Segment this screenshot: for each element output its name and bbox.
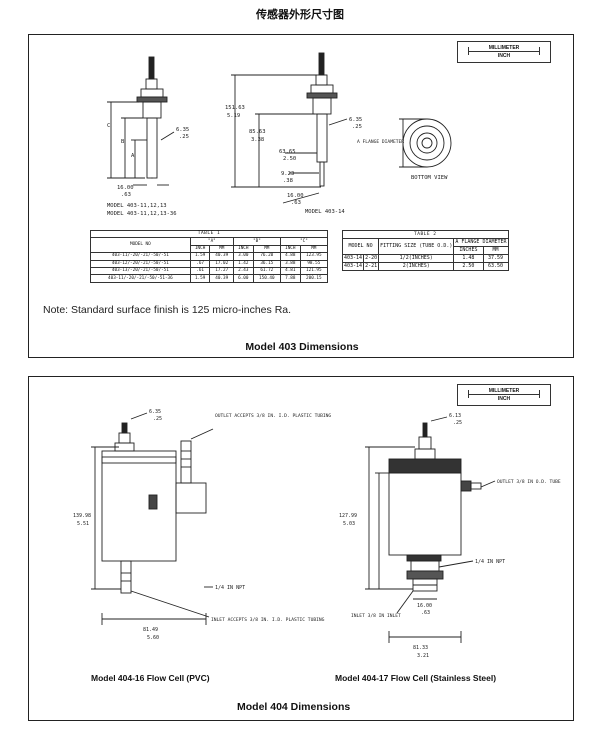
model-403-caption: Model 403 Dimensions bbox=[245, 341, 359, 353]
dim-403-519: 5.19 bbox=[227, 113, 240, 119]
table-b-col-fitting: FITTING SIZE (TUBE O.D.) bbox=[378, 238, 455, 255]
npt-pvc-label: 1/4 IN NPT bbox=[215, 585, 245, 591]
npt-ss-label: 1/4 IN NPT bbox=[475, 559, 505, 565]
outlet-ss-label: OUTLET 3/8 IN O.D. TUBE bbox=[497, 479, 561, 485]
dim-404-63: .63 bbox=[421, 610, 430, 616]
table-a-unit: INCH bbox=[189, 244, 211, 254]
dim-c: C bbox=[107, 123, 110, 129]
dim-a: A bbox=[131, 153, 135, 159]
dim-404-503: 5.03 bbox=[343, 521, 355, 527]
table-a-group-c: "C" bbox=[279, 237, 329, 246]
dim-404-613: 6.13 bbox=[449, 413, 461, 419]
dim-403-338: 3.38 bbox=[251, 137, 264, 143]
table-b-caption: TABLE 2 bbox=[342, 230, 509, 239]
table-a-caption: TABLE 1 bbox=[90, 229, 328, 239]
dim-404-8133: 81.33 bbox=[413, 645, 428, 651]
table-403-14-fittings: TABLE 2 MODEL NO FITTING SIZE (TUBE O.D.… bbox=[341, 230, 509, 271]
table-b-unit: INCHES bbox=[453, 246, 484, 255]
dim-404-13998: 139.98 bbox=[73, 513, 91, 519]
dim-403-25b: .25 bbox=[352, 124, 362, 130]
dim-404-1600: 16.00 bbox=[417, 603, 432, 609]
outlet-pvc-label: OUTLET ACCEPTS 3/8 IN. I.D. PLASTIC TUBI… bbox=[215, 413, 331, 419]
dim-404-8149: 81.49 bbox=[143, 627, 158, 633]
dim-403-923: 9.23 bbox=[281, 171, 294, 177]
table-a-unit: INCH bbox=[232, 244, 254, 254]
dim-404-560: 5.60 bbox=[147, 635, 159, 641]
unit-millimeter: MILLIMETER bbox=[488, 388, 520, 394]
model-label-403-left-1: MODEL 403-11,12,13 bbox=[107, 203, 167, 209]
dim-404-25b: .25 bbox=[453, 420, 462, 426]
model-404-panel: MILLIMETER INCH bbox=[28, 376, 574, 721]
dim-404-635: 6.35 bbox=[149, 409, 161, 415]
surface-finish-note: Note: Standard surface finish is 125 mic… bbox=[43, 304, 292, 316]
unit-inch: INCH bbox=[497, 396, 511, 402]
table-a-col-model: MODEL NO bbox=[90, 237, 191, 254]
dim-403-250: 2.50 bbox=[283, 156, 296, 162]
table-a-unit: MM bbox=[299, 244, 329, 254]
flange-diameter-label: A FLANGE DIAMETER bbox=[357, 139, 404, 145]
dim-404-12799: 127.99 bbox=[339, 513, 357, 519]
dim-403-15163: 151.63 bbox=[225, 105, 245, 111]
unit-inch: INCH bbox=[497, 53, 511, 59]
dim-403-635b: 6.35 bbox=[349, 117, 362, 123]
table-a-unit: MM bbox=[252, 244, 281, 254]
dim-403-1600b: 16.00 bbox=[287, 193, 304, 199]
dim-404-551: 5.51 bbox=[77, 521, 89, 527]
table-a-unit: MM bbox=[209, 244, 234, 254]
unit-legend-404: MILLIMETER INCH bbox=[457, 384, 551, 406]
model-label-403-right: MODEL 403-14 bbox=[305, 209, 345, 215]
dim-403-63b: .63 bbox=[291, 200, 301, 206]
model-404-caption: Model 404 Dimensions bbox=[237, 701, 351, 713]
dim-403-8563: 85.63 bbox=[249, 129, 266, 135]
dim-404-321: 3.21 bbox=[417, 653, 429, 659]
model-404-16-caption: Model 404-16 Flow Cell (PVC) bbox=[91, 673, 210, 683]
dim-403-635: 6.35 bbox=[176, 127, 189, 133]
model-403-panel: MILLIMETER INCH bbox=[28, 34, 574, 358]
table-a-group-b: "B" bbox=[232, 237, 281, 246]
model-404-drawing: 6.35 .25 OUTLET ACCEPTS 3/8 IN. I.D. PLA… bbox=[73, 409, 561, 659]
table-b-col-model: MODEL NO bbox=[341, 238, 380, 255]
dim-404-25: .25 bbox=[153, 416, 162, 422]
table-a-unit: INCH bbox=[279, 244, 301, 254]
dim-403-38: .38 bbox=[283, 178, 293, 184]
table-a-group-a: "A" bbox=[189, 237, 234, 246]
dim-403-25: .25 bbox=[179, 134, 189, 140]
model-label-403-left-2: MODEL 403-11,12,13-36 bbox=[107, 211, 177, 217]
inlet-ss-label: INLET 3/8 IN INLET bbox=[351, 613, 401, 619]
dim-403-1600: 16.00 bbox=[117, 185, 134, 191]
dim-403-6365: 63.65 bbox=[279, 149, 296, 155]
unit-millimeter: MILLIMETER bbox=[488, 45, 520, 51]
inlet-pvc-label: INLET ACCEPTS 3/8 IN. I.D. PLASTIC TUBIN… bbox=[211, 617, 325, 623]
bottom-view-label: BOTTOM VIEW bbox=[411, 175, 448, 181]
page-title: 传感器外形尺寸图 bbox=[256, 8, 344, 21]
model-403-drawing: C B A 6.35 .25 16.00 .63 151.63 5.19 85.… bbox=[107, 52, 452, 217]
dim-b: B bbox=[121, 139, 125, 145]
table-b-col-flange: A FLANGE DIAMETER bbox=[453, 238, 509, 247]
model-404-17-caption: Model 404-17 Flow Cell (Stainless Steel) bbox=[335, 673, 497, 683]
table-403-dimensions: TABLE 1 MODEL NO "A" "B" "C" INCH MM INC… bbox=[90, 229, 329, 283]
unit-legend: MILLIMETER INCH bbox=[457, 41, 551, 63]
dim-403-63: .63 bbox=[121, 192, 131, 198]
table-b-unit: MM bbox=[482, 246, 509, 255]
